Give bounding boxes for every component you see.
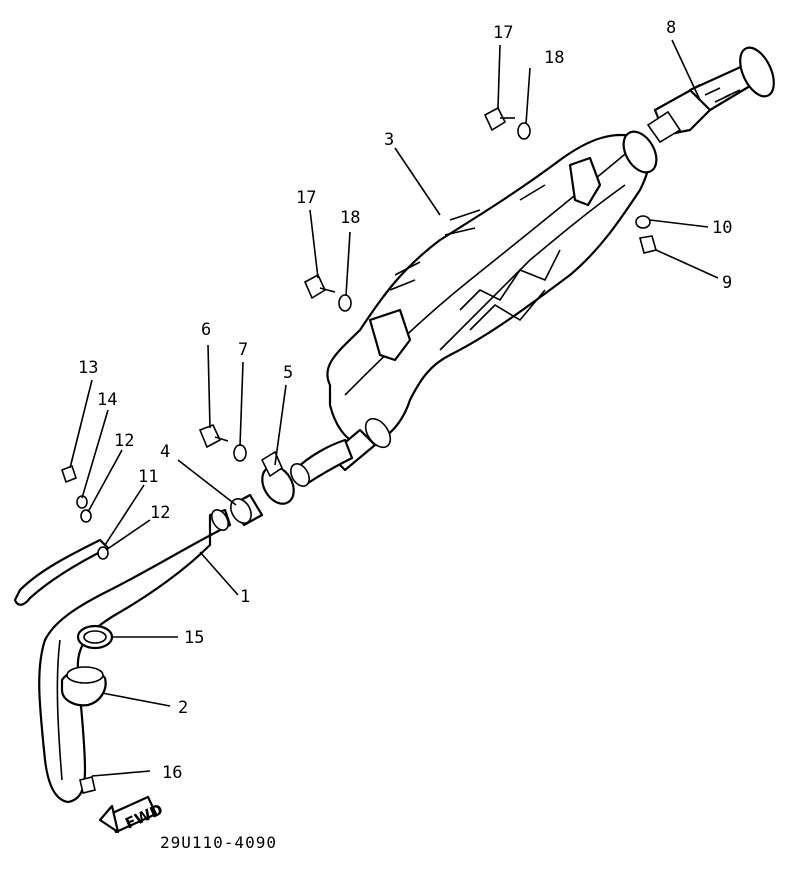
diagram-part-number: 29U110-4090 [160, 833, 277, 852]
washer-7 [233, 444, 247, 462]
washer-10 [635, 215, 651, 229]
muffler-part [326, 130, 658, 472]
callout-8: 8 [666, 18, 676, 38]
callout-14: 14 [97, 390, 117, 410]
washer-12a [80, 509, 92, 523]
callout-11: 11 [138, 467, 158, 487]
protector-part [13, 538, 110, 606]
bolt-16 [79, 776, 96, 794]
fwd-arrow-icon: FWD [98, 795, 166, 834]
callout-2: 2 [178, 698, 188, 718]
callout-3: 3 [384, 130, 394, 150]
gasket-ring-part [76, 624, 114, 650]
callout-18a: 18 [544, 48, 564, 68]
end-cap-part [646, 46, 775, 144]
bolt-13 [61, 464, 77, 484]
bolt-17a [483, 106, 515, 132]
callout-16: 16 [162, 763, 182, 783]
clamp-part [260, 450, 295, 505]
callout-12b: 12 [150, 503, 170, 523]
callout-4: 4 [160, 442, 170, 462]
flange-part [60, 666, 107, 707]
leader-lines [69, 39, 719, 777]
washer-18b [338, 294, 352, 312]
bolt-6 [198, 423, 229, 449]
callout-6: 6 [201, 320, 211, 340]
gasket-part [230, 493, 264, 527]
callout-12a: 12 [114, 431, 134, 451]
callout-7: 7 [238, 340, 248, 360]
callout-10: 10 [712, 218, 732, 238]
callout-17a: 17 [493, 23, 513, 43]
callout-1: 1 [240, 587, 250, 607]
callout-labels: 1 2 3 4 5 6 7 8 9 10 11 12 12 13 14 15 1… [78, 18, 732, 783]
bolt-9 [639, 235, 657, 254]
callout-18b: 18 [340, 208, 360, 228]
bolt-17b [303, 273, 336, 300]
callout-5: 5 [283, 363, 293, 383]
callout-15: 15 [184, 628, 204, 648]
washer-12b [97, 546, 109, 560]
callout-9: 9 [722, 273, 732, 293]
exhaust-pipe-part [38, 508, 232, 804]
washer-18a [517, 122, 531, 140]
joint-pipe [290, 438, 354, 487]
callout-13: 13 [78, 358, 98, 378]
callout-17b: 17 [296, 188, 316, 208]
